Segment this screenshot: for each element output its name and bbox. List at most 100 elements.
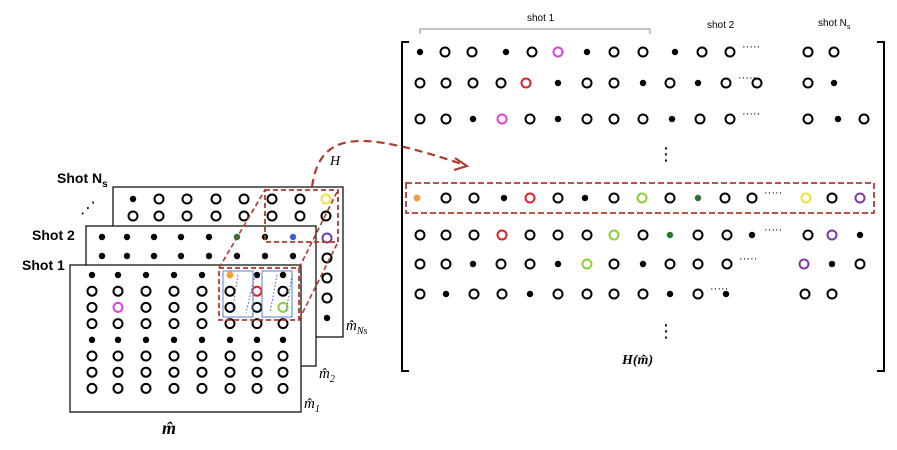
shot1-point [196, 301, 208, 313]
inner-window-a [222, 270, 254, 318]
matrix-entry [692, 229, 704, 241]
shot1-point [112, 350, 124, 362]
label-h-arrow: H [329, 154, 341, 169]
shot1-point [170, 336, 178, 343]
matrix-entry [608, 77, 620, 89]
matrix-entry [639, 260, 647, 268]
shot1-point [277, 382, 289, 394]
shot1-point [86, 285, 98, 297]
matrix-entry [800, 192, 812, 204]
mapping-arrow [310, 140, 466, 188]
window-selection-shot-ns [264, 189, 339, 243]
matrix-entry [496, 113, 508, 125]
matrix-entry [748, 231, 756, 239]
matrix-entry [496, 288, 508, 300]
shot1-point [277, 301, 289, 313]
dotted-diagonal-3 [269, 274, 278, 314]
highlighted-row [405, 182, 875, 214]
matrix-entry [554, 260, 562, 268]
matrix-entry [608, 288, 620, 300]
shotns-point [320, 193, 332, 205]
vdots-lower: ⋮ [657, 321, 675, 341]
matrix-entry [724, 113, 736, 125]
matrix-entry [520, 77, 532, 89]
matrix-entry [554, 115, 562, 123]
row-hdots: ····· [742, 108, 760, 120]
matrix-entry [802, 229, 814, 241]
matrix-entry [608, 258, 620, 270]
matrix-entry [413, 194, 421, 202]
shotns-point [266, 210, 278, 222]
shot1-point [140, 318, 152, 330]
shot2-point [289, 252, 297, 260]
shotns-point [153, 193, 165, 205]
matrix-entry [668, 115, 676, 123]
matrix-entry [692, 258, 704, 270]
mapping-arrowhead [453, 157, 470, 171]
matrix-entry [496, 229, 508, 241]
inner-window-b [261, 270, 293, 318]
matrix-entry [552, 46, 564, 58]
matrix-entry [526, 46, 538, 58]
shotns-point [181, 210, 193, 222]
shot2-point [150, 252, 158, 260]
matrix-entry [664, 258, 676, 270]
matrix-entry [440, 258, 452, 270]
shot1-point [88, 271, 96, 279]
matrix-entry [721, 258, 733, 270]
matrix-entry [637, 229, 649, 241]
row-hdots: ····· [742, 41, 760, 53]
shot1-point [140, 382, 152, 394]
matrix-entry [552, 288, 564, 300]
shot2-point [123, 233, 131, 241]
header-shot-2: shot 2 [707, 20, 735, 31]
matrix-entry [495, 77, 507, 89]
matrix-entry [608, 229, 620, 241]
matrix-entry [466, 46, 478, 58]
shot1-point [112, 301, 124, 313]
shot1-point [253, 336, 261, 343]
row-hdots: ····· [764, 224, 782, 236]
matrix-entry [414, 77, 426, 89]
label-shot-2: Shot 2 [32, 227, 75, 243]
matrix-right-bracket [877, 41, 885, 372]
matrix-entry [834, 115, 842, 123]
matrix-entry [692, 288, 704, 300]
matrix-entry [608, 113, 620, 125]
window-connector-2 [298, 189, 339, 269]
shotns-point [129, 195, 137, 203]
shot1-point [170, 271, 178, 279]
matrix-entry [439, 46, 451, 58]
shot-1-panel [69, 264, 302, 413]
label-m-hat-2: m̂2 [319, 366, 335, 385]
dotted-diagonal-4 [285, 274, 293, 314]
matrix-entry [440, 192, 452, 204]
matrix-entry [636, 192, 648, 204]
matrix-entry [828, 260, 836, 268]
matrix-left-bracket [401, 41, 409, 372]
matrix-entry [414, 288, 426, 300]
shot1-point [277, 285, 289, 297]
matrix-entry [637, 46, 649, 58]
shotns-point [321, 292, 333, 304]
shot1-point [140, 285, 152, 297]
matrix-entry [719, 192, 731, 204]
matrix-entry [414, 229, 426, 241]
matrix-entry [440, 229, 452, 241]
matrix-entry [694, 113, 706, 125]
vdots-upper: ⋮ [657, 144, 675, 164]
shot2-point [205, 233, 213, 241]
shot1-point [140, 366, 152, 378]
shot1-point [114, 336, 122, 343]
shot1-point [224, 285, 236, 297]
shot1-point [168, 318, 180, 330]
row-hdots: ····· [764, 187, 782, 199]
shot2-point [289, 233, 297, 241]
matrix-entry [608, 46, 620, 58]
shotns-point [210, 210, 222, 222]
matrix-entry [826, 288, 838, 300]
shot-2-grid [98, 233, 297, 260]
shot2-point [98, 252, 106, 260]
shot1-point [253, 271, 261, 279]
matrix-entry [826, 229, 838, 241]
